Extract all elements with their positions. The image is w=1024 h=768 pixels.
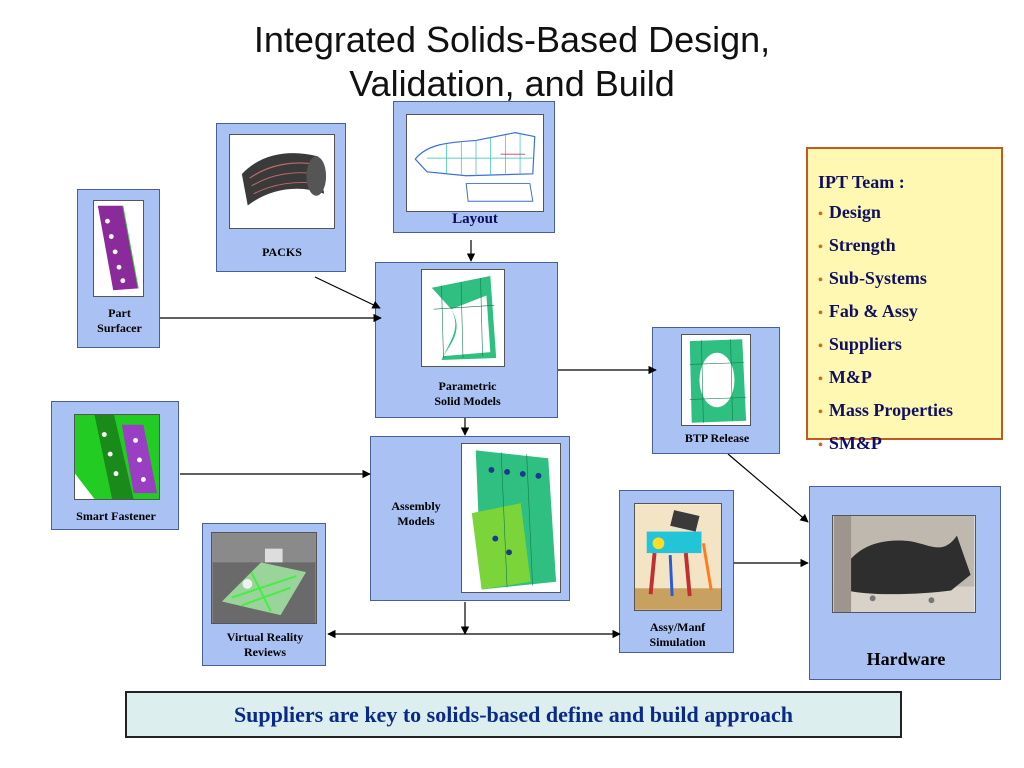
layout-label: Layout — [452, 211, 498, 227]
assembly-label: Assembly Models — [391, 499, 441, 528]
assy-manf-label: Assy/Manf Simulation — [649, 620, 706, 649]
ipt-team-item: • Mass Properties — [818, 395, 1001, 428]
ipt-item-text: Sub-Systems — [828, 268, 927, 288]
bullet-icon: • — [818, 207, 823, 222]
ipt-team-item: • Fab & Assy — [818, 296, 1001, 329]
layout-drawing-image — [406, 114, 544, 212]
ipt-team-list: • Design • Strength • Sub-Systems • Fab & As… — [818, 197, 1001, 461]
vr-review-label: Virtual Reality Reviews — [226, 630, 304, 659]
suppliers-banner: Suppliers are key to solids-based define… — [125, 691, 902, 738]
ipt-item-text: Mass Properties — [828, 400, 954, 420]
parametric-solid-models-node: Parametric Solid Models — [375, 262, 558, 418]
arrow-packs-to-parametric — [314, 276, 381, 309]
layout-node: Layout — [393, 101, 555, 233]
ipt-team-item: • Design — [818, 197, 1001, 230]
hardware-photo — [832, 515, 976, 613]
ipt-team-heading: IPT Team : — [818, 172, 905, 192]
ipt-item-text: M&P — [828, 367, 872, 387]
part-surfacer-label: Part Surfacer — [97, 306, 142, 335]
ipt-team-item: • Sub-Systems — [818, 263, 1001, 296]
title-line-1: Integrated Solids-Based Design, — [253, 19, 771, 60]
hardware-label: Hardware — [866, 649, 946, 669]
packs-node: PACKS — [216, 123, 346, 272]
ipt-item-text: Fab & Assy — [828, 301, 918, 321]
parametric-label: Parametric Solid Models — [434, 379, 501, 408]
bullet-icon: • — [818, 405, 823, 420]
assy-manf-simulation-node: Assy/Manf Simulation — [619, 490, 734, 653]
ipt-team-item: • Suppliers — [818, 329, 1001, 362]
btp-release-node: BTP Release — [652, 327, 780, 454]
bullet-icon: • — [818, 306, 823, 321]
ipt-team-item: • SM&P — [818, 428, 1001, 461]
vr-review-image — [211, 532, 317, 624]
ipt-item-text: Strength — [828, 235, 896, 255]
assy-manf-image — [634, 503, 722, 611]
bullet-icon: • — [818, 339, 823, 354]
part-surfacer-node: Part Surfacer — [77, 189, 160, 348]
ipt-team-item: • M&P — [818, 362, 1001, 395]
ipt-team-box: IPT Team : • Design • Strength • Sub-System… — [806, 147, 1003, 453]
ipt-item-text: SM&P — [828, 433, 882, 453]
smart-fastener-node: Smart Fastener — [51, 401, 179, 530]
packs-label: PACKS — [262, 245, 302, 259]
btp-release-label: BTP Release — [684, 431, 750, 445]
ipt-team-item: • Strength — [818, 230, 1001, 263]
bullet-icon: • — [818, 273, 823, 288]
bullet-icon: • — [818, 438, 823, 453]
part-surfacer-image — [93, 200, 144, 297]
virtual-reality-reviews-node: Virtual Reality Reviews — [202, 523, 326, 666]
ipt-item-text: Suppliers — [828, 334, 902, 354]
bullet-icon: • — [818, 240, 823, 255]
smart-fastener-label: Smart Fastener — [76, 509, 156, 523]
hardware-node: Hardware — [809, 486, 1001, 680]
title-line-2: Validation, and Build — [349, 63, 675, 104]
slide-title: Integrated Solids-Based Design, Validati… — [0, 18, 1024, 106]
assembly-models-node: Assembly Models — [370, 436, 570, 601]
ipt-item-text: Design — [828, 202, 881, 222]
btp-release-image — [681, 334, 751, 426]
packs-model-image — [229, 134, 335, 229]
arrow-btp-to-hardware — [727, 453, 809, 523]
bullet-icon: • — [818, 372, 823, 387]
assembly-model-image — [461, 443, 561, 593]
smart-fastener-image — [74, 414, 160, 500]
parametric-model-image — [421, 269, 505, 367]
